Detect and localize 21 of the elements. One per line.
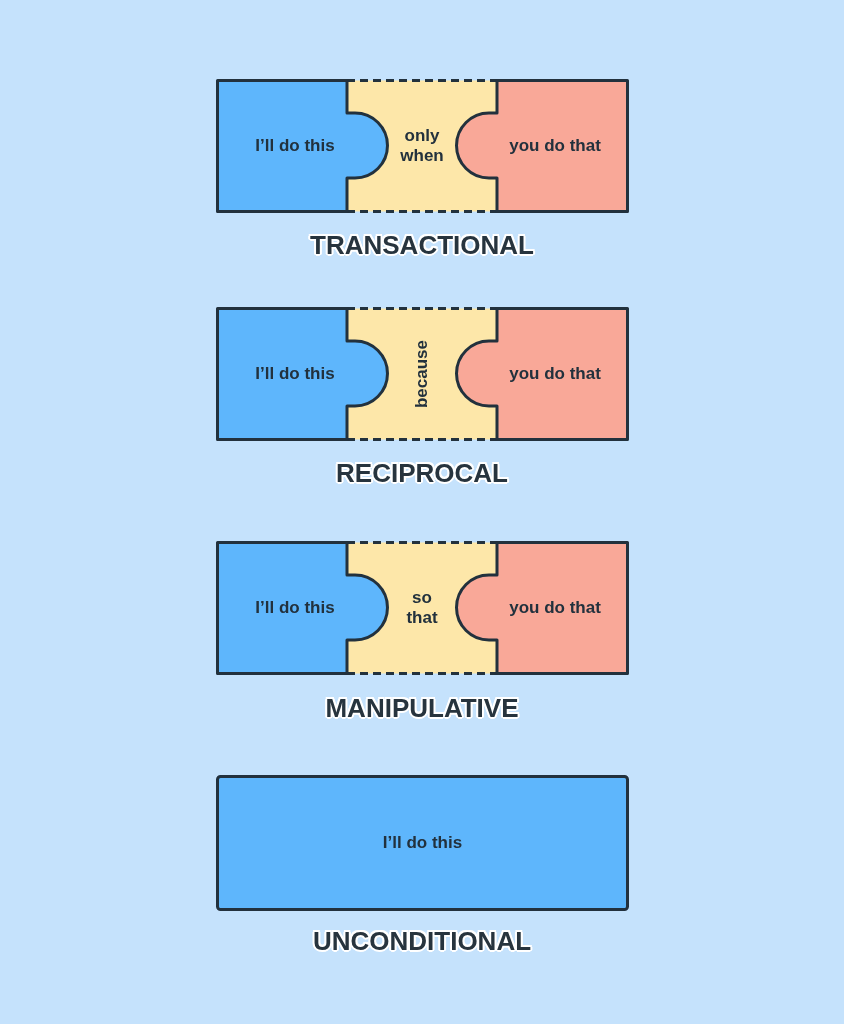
piece-text: you do that — [509, 364, 601, 384]
piece-text: because — [412, 340, 432, 408]
piece-text: you do that — [509, 136, 601, 156]
full-block — [216, 775, 629, 911]
piece-text: I’ll do this — [255, 364, 335, 384]
piece-text: you do that — [509, 598, 601, 618]
category-title: MANIPULATIVE — [325, 693, 519, 723]
category-title: TRANSACTIONAL — [310, 230, 534, 260]
piece-text: only when — [400, 126, 444, 166]
category-title: RECIPROCAL — [336, 458, 508, 488]
right-puzzle-piece — [455, 541, 629, 675]
left-puzzle-piece — [216, 307, 390, 441]
piece-text: I’ll do this — [382, 833, 463, 853]
category-title: UNCONDITIONAL — [312, 926, 532, 956]
right-puzzle-piece — [455, 79, 629, 213]
left-puzzle-piece — [216, 541, 390, 675]
left-puzzle-piece — [216, 79, 390, 213]
piece-text: so that — [406, 588, 438, 628]
right-puzzle-piece — [455, 307, 629, 441]
piece-text: I’ll do this — [255, 598, 335, 618]
piece-text: I’ll do this — [255, 136, 335, 156]
